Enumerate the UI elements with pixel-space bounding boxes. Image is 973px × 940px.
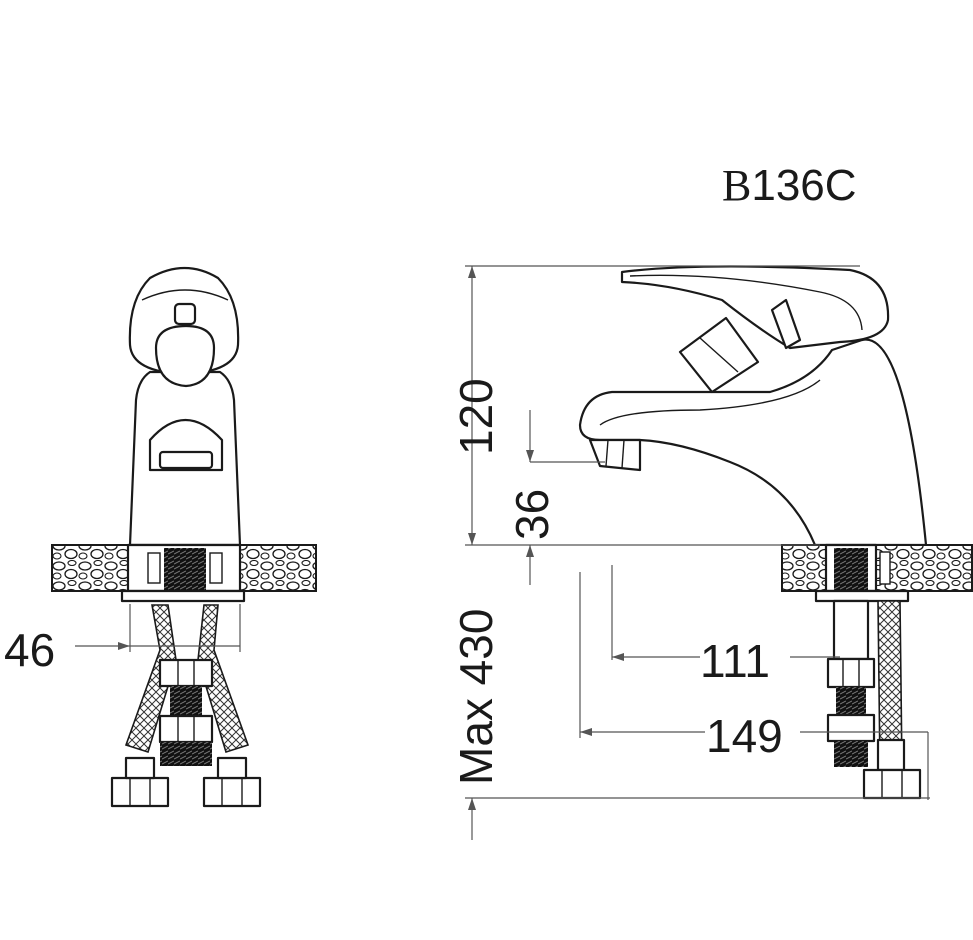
dimension-height-total: 120 — [450, 265, 860, 545]
dimension-max-hose: Max 430 — [450, 609, 930, 840]
dim-149-label: 149 — [706, 710, 783, 762]
dimension-spout-height: 36 — [506, 410, 605, 585]
model-number: 136C — [751, 161, 857, 210]
front-view — [51, 267, 317, 808]
dim-111-label: 111 — [700, 635, 770, 687]
dimension-spout-reach: 111 — [611, 565, 840, 687]
dim-36-label: 36 — [506, 489, 558, 540]
dimension-width-base: 46 — [4, 604, 241, 676]
dimension-total-reach: 149 — [579, 572, 929, 800]
model-label: B136C — [722, 160, 857, 211]
dim-max-430-label: Max 430 — [450, 609, 502, 785]
dim-120-label: 120 — [450, 378, 502, 455]
model-prefix: B — [722, 161, 752, 210]
dim-46-label: 46 — [4, 624, 55, 676]
